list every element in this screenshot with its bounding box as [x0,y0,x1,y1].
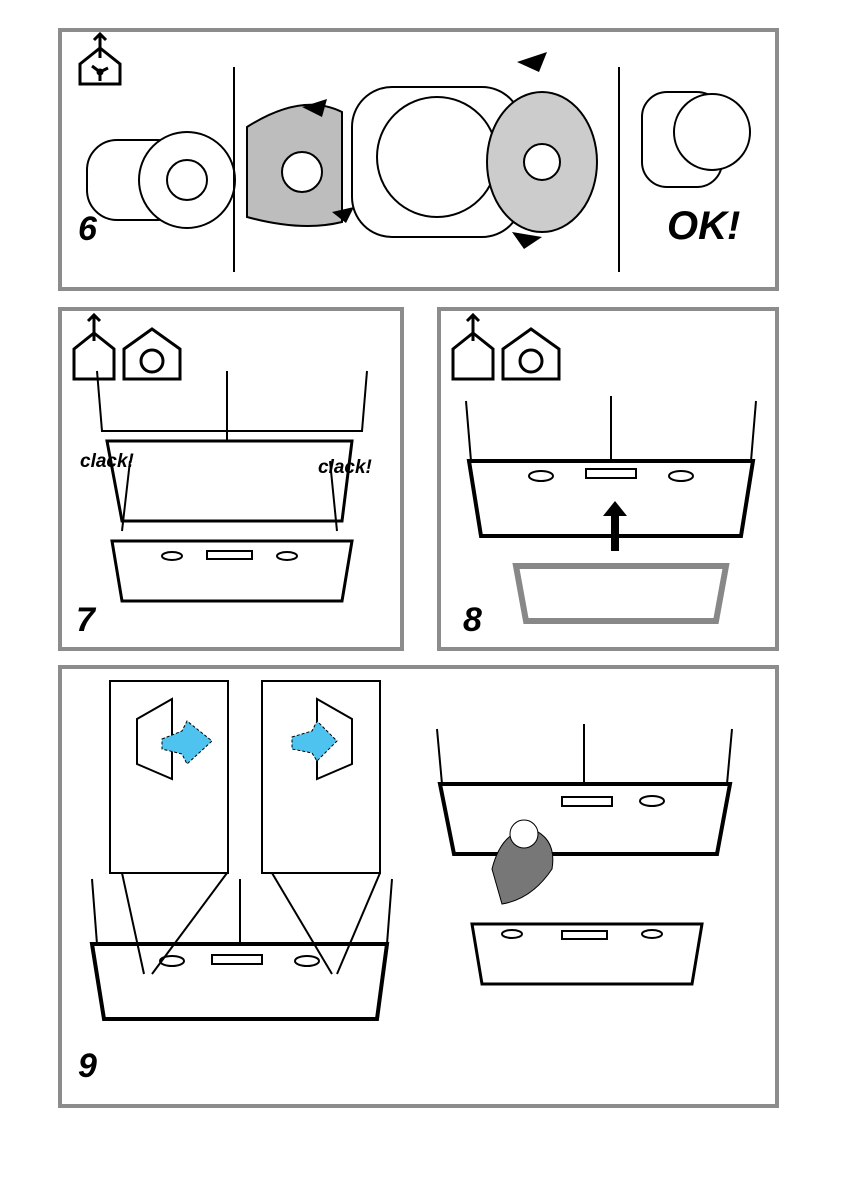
clack-label-left: clack! [80,451,134,472]
step-number: 8 [463,601,482,639]
step-6-panel: 6 OK! [58,28,779,291]
ducted-mode-icon [451,312,495,381]
step-7-illustration [72,312,368,603]
push-arrow-icon [291,720,338,762]
fan-motor-drawing [86,131,236,229]
step-number: 7 [76,601,95,639]
step-8-illustration [451,312,757,624]
recirculation-mode-icon [501,327,561,381]
ok-label: OK! [667,204,741,248]
rotation-arrows-icon [302,52,547,249]
step-7-panel: clack! clack! 7 [58,307,404,651]
hood-unit [437,782,733,856]
step-number: 6 [78,210,97,248]
grease-filter [512,563,730,624]
clack-label-right: clack! [318,457,372,478]
push-arrow-icon [161,720,213,765]
cabinet-drawing [96,370,368,603]
step-number: 9 [78,1047,97,1085]
ducted-mode-icon [78,32,122,86]
ducted-mode-icon [72,312,116,381]
hood-unit [110,539,354,603]
gloved-hand-lamp-icon [491,819,554,905]
step-9-panel: 9 [58,665,779,1108]
step-8-panel: 8 [437,307,779,651]
step-9-illustration [89,680,733,1021]
recirculation-mode-icon [122,327,182,381]
grease-filter [470,922,704,986]
hood-unit [466,459,756,538]
hood-unit [89,942,390,1021]
up-arrow-icon [603,501,627,551]
step-6-illustration [78,32,751,272]
